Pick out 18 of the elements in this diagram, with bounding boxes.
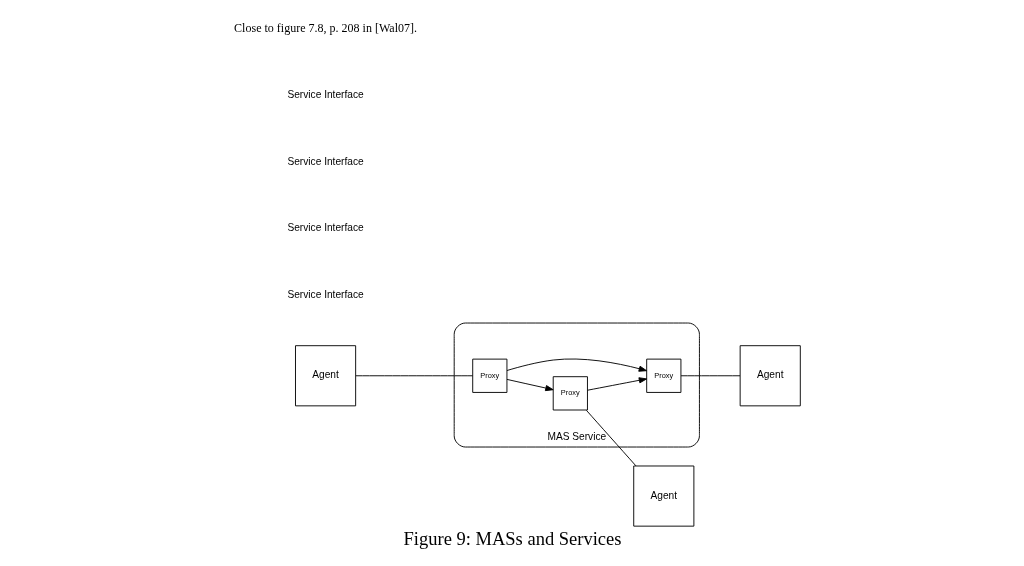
label: Service Interface xyxy=(286,88,364,100)
node-box: Proxy xyxy=(645,358,681,393)
arrow xyxy=(506,378,554,392)
node-box: Agent xyxy=(294,345,356,407)
node-box: Agent xyxy=(632,465,694,527)
arrow xyxy=(506,358,647,372)
label: Service Interface xyxy=(286,288,364,300)
node-box: Proxy xyxy=(552,376,588,411)
label: Service Interface xyxy=(286,155,364,167)
connector xyxy=(680,375,740,377)
node-box: Agent xyxy=(739,345,801,407)
connector xyxy=(585,409,636,467)
label: Service Interface xyxy=(286,222,364,234)
arrow xyxy=(586,377,647,391)
caption: Figure 9: MASs and Services xyxy=(403,528,621,549)
label: Close to figure 7.8, p. 208 in [Wal07]. xyxy=(233,20,417,35)
node-box: Proxy xyxy=(471,358,507,393)
connector xyxy=(354,375,473,377)
